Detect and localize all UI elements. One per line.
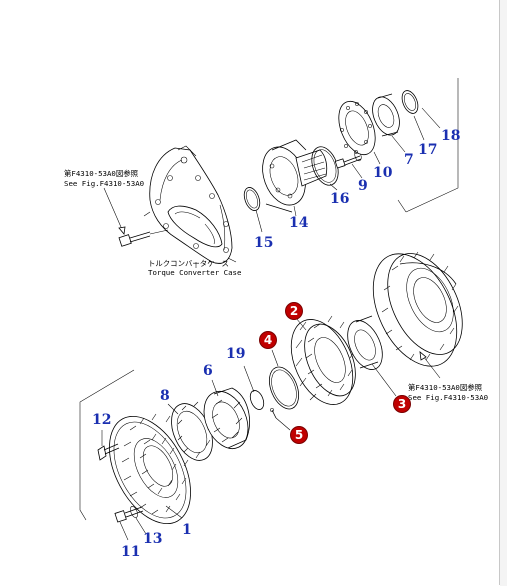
callout-4-highlight[interactable]: 4: [259, 331, 277, 349]
upper-leader-lines: [255, 107, 441, 233]
part-10-retainer-plate-drawing: [338, 100, 376, 156]
torque-case-label-jp: トルクコンバータケース: [148, 259, 229, 268]
part-17-18-rings-drawing: [401, 90, 419, 114]
callout-9[interactable]: 9: [358, 178, 368, 194]
callout-16[interactable]: 16: [330, 191, 350, 207]
part-6-hub-drawing: [203, 387, 250, 449]
callout-15[interactable]: 15: [254, 235, 274, 251]
part-19-clip-drawing: [243, 365, 265, 410]
torque-converter-case-drawing: [143, 145, 237, 268]
callout-7[interactable]: 7: [404, 152, 414, 168]
callout-6[interactable]: 6: [203, 363, 213, 379]
callout-13[interactable]: 13: [143, 531, 163, 547]
upper-assembly-frame: [397, 78, 459, 213]
ref-note-bottom-right-en: See Fig.F4310-53A0: [408, 393, 488, 402]
part-1-front-plate-drawing: [109, 413, 191, 525]
ref-note-top-left-en: See Fig.F4310-53A0: [64, 179, 144, 188]
callout-12[interactable]: 12: [92, 412, 112, 428]
callout-1[interactable]: 1: [182, 522, 192, 538]
ref-note-top-left-jp: 第F4310-53A0図参照: [64, 169, 139, 178]
part-11-13-bolt-drawing: [114, 506, 144, 523]
torque-case-label-en: Torque Converter Case: [148, 268, 242, 277]
callout-8[interactable]: 8: [160, 388, 170, 404]
callout-11[interactable]: 11: [121, 544, 141, 560]
callout-17[interactable]: 17: [418, 142, 438, 158]
part-15-ring-drawing: [243, 187, 261, 211]
callout-3-highlight[interactable]: 3: [393, 395, 411, 413]
scrollbar-edge[interactable]: [500, 0, 507, 586]
callout-19[interactable]: 19: [226, 346, 246, 362]
part-4-ring-drawing: [268, 349, 300, 410]
ref-note-bottom-right-jp: 第F4310-53A0図参照: [408, 383, 483, 392]
part-2-large-gear-drawing: [290, 315, 356, 405]
callout-18[interactable]: 18: [441, 128, 461, 144]
reference-bolt-top-left: [103, 187, 169, 247]
callout-2-highlight[interactable]: 2: [285, 302, 303, 320]
callout-5-highlight[interactable]: 5: [290, 426, 308, 444]
callout-10[interactable]: 10: [373, 165, 393, 181]
part-14-shaft-carrier-drawing: [262, 139, 328, 213]
part-7-bearing-drawing: [372, 93, 400, 137]
callout-14[interactable]: 14: [289, 215, 309, 231]
part-12-bolt-drawing: [97, 443, 120, 461]
lower-assembly-frame: [79, 369, 135, 521]
lower-leader-lines: [101, 379, 219, 541]
part-3-bearing-drawing: [347, 315, 397, 397]
reference-arrow-bottom-right: [419, 351, 441, 379]
housing-ring-drawing: [372, 251, 463, 367]
part-5-pin-drawing: [270, 408, 291, 431]
